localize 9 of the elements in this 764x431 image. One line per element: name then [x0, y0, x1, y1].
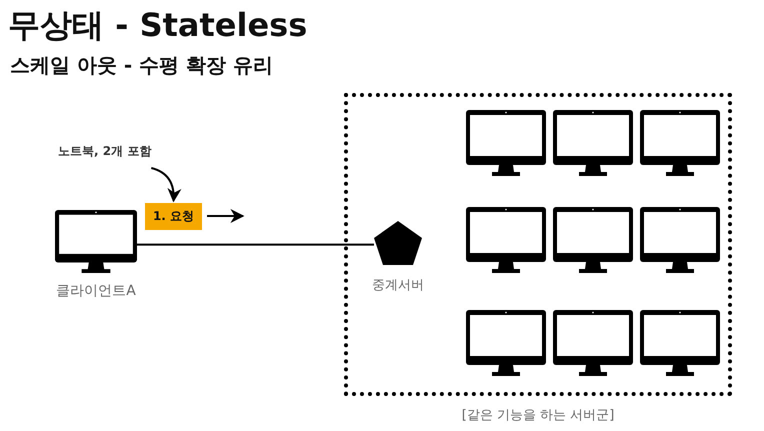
connector-line — [137, 244, 374, 246]
note-text: 노트북, 2개 포함 — [58, 143, 152, 160]
arrow — [150, 167, 181, 202]
subtitle: 스케일 아웃 - 수평 확장 유리 — [10, 52, 274, 79]
group-label: [같은 기능을 하는 서버군] — [462, 407, 614, 424]
title: 무상태 - Stateless — [8, 5, 308, 46]
client-label: 클라이언트A — [56, 282, 136, 300]
request-tag: 1. 요청 — [145, 203, 202, 230]
server-label: 중계서버 — [372, 277, 424, 294]
